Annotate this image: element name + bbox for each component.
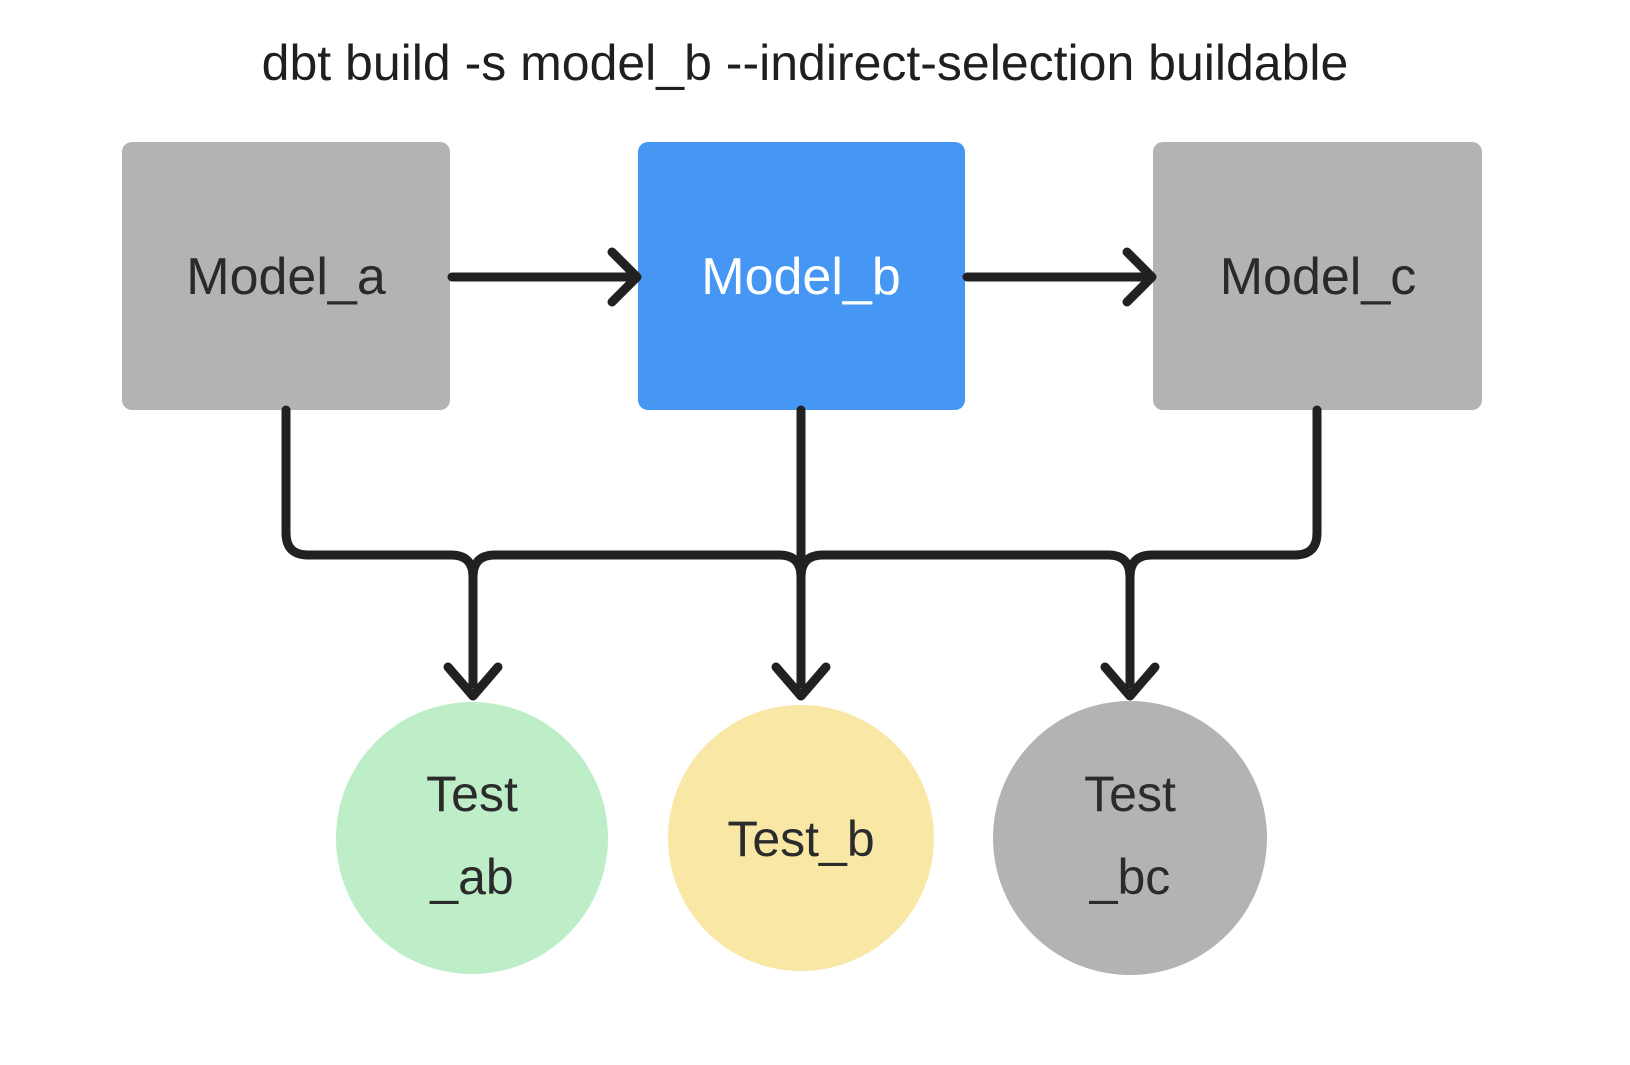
test-ab-node [336,702,608,974]
arrowhead-icon [607,247,642,307]
test-bc-label-line2: _bc [1089,849,1171,905]
edge-model-c-to-test-bc [1125,405,1322,689]
model-a-node [122,142,450,410]
arrowhead-icon [1122,247,1157,307]
arrow-model-b-to-model-c [962,247,1157,307]
model-b-node [638,142,965,410]
test-b-label: Test_b [727,811,874,867]
test-b-node [668,705,934,971]
diagram-title: dbt build -s model_b --indirect-selectio… [262,35,1349,91]
model-b-label: Model_b [701,248,900,306]
test-ab-label-line2: _ab [429,849,513,905]
arrow-model-a-to-model-b [447,247,642,307]
arrowhead-test-ab-icon [443,662,503,701]
model-a-label: Model_a [186,248,386,306]
model-c-node [1153,142,1482,410]
arrowhead-test-bc-icon [1100,662,1160,701]
test-bc-label-line1: Test [1084,766,1176,822]
edge-model-a-to-test-ab [281,405,478,689]
model-c-label: Model_c [1220,248,1417,306]
test-bc-node [993,701,1267,975]
test-ab-label-line1: Test [426,766,518,822]
edge-bus-right-segment [796,550,1135,582]
edge-bus-left-segment [468,550,806,582]
arrowhead-test-b-icon [771,662,831,701]
